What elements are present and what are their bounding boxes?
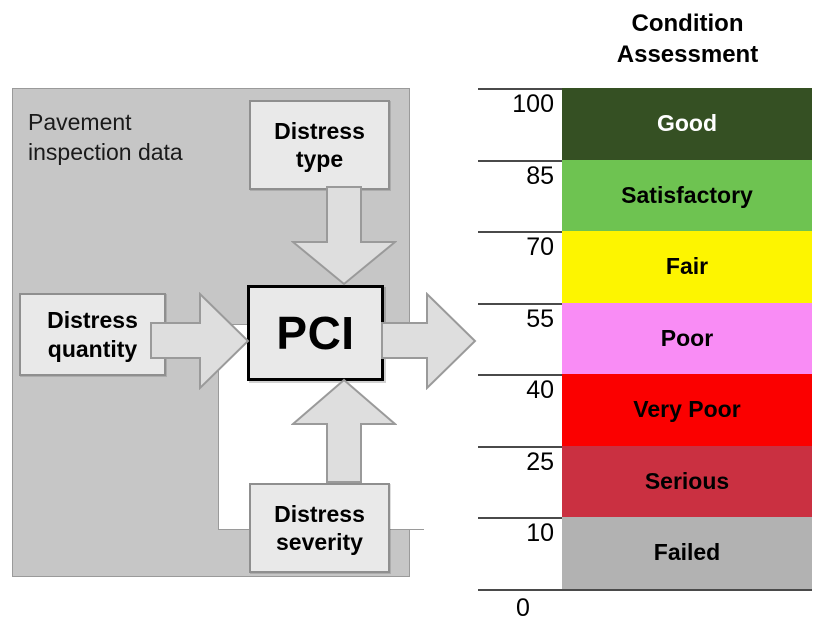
scale-band-serious[interactable]: 25 Serious bbox=[478, 445, 812, 517]
node-distress-severity-label: Distress severity bbox=[274, 500, 365, 555]
condition-assessment-title: Condition Assessment bbox=[562, 8, 813, 70]
tick-label-55: 55 bbox=[526, 304, 554, 333]
scale-band-poor[interactable]: 55 Poor bbox=[478, 302, 812, 374]
band-label-failed: Failed bbox=[562, 517, 812, 589]
condition-assessment-scale: 100 Good 85 Satisfactory 70 Fair 55 Poor… bbox=[478, 88, 812, 622]
node-distress-quantity[interactable]: Distress quantity bbox=[19, 293, 166, 376]
arrow-distress-severity-to-pci bbox=[291, 378, 397, 483]
tick-label-25: 25 bbox=[526, 447, 554, 476]
scale-band-failed[interactable]: 10 Failed bbox=[478, 517, 812, 589]
scale-band-very-poor[interactable]: 40 Very Poor bbox=[478, 374, 812, 446]
tick-label-85: 85 bbox=[526, 161, 554, 190]
node-distress-severity[interactable]: Distress severity bbox=[249, 483, 390, 573]
band-label-serious: Serious bbox=[562, 445, 812, 517]
node-distress-quantity-label: Distress quantity bbox=[47, 307, 138, 362]
band-label-satisfactory: Satisfactory bbox=[562, 159, 812, 231]
band-label-good: Good bbox=[562, 88, 812, 160]
tick-label-100: 100 bbox=[512, 90, 554, 118]
band-label-very-poor: Very Poor bbox=[562, 374, 812, 446]
node-distress-type[interactable]: Distress type bbox=[249, 100, 390, 190]
band-label-poor: Poor bbox=[562, 302, 812, 374]
node-pci-label: PCI bbox=[276, 307, 355, 359]
scale-band-fair[interactable]: 70 Fair bbox=[478, 231, 812, 303]
arrow-distress-type-to-pci bbox=[291, 186, 397, 286]
tick-label-70: 70 bbox=[526, 233, 554, 261]
condition-assessment-title-line-2: Assessment bbox=[616, 41, 759, 69]
tick-label-10: 10 bbox=[526, 519, 554, 547]
tick-label-40: 40 bbox=[526, 376, 554, 404]
scale-band-satisfactory[interactable]: 85 Satisfactory bbox=[478, 159, 812, 231]
scale-band-good[interactable]: 100 Good bbox=[478, 88, 812, 160]
band-label-fair: Fair bbox=[562, 231, 812, 303]
tick-line-0 bbox=[478, 588, 812, 591]
condition-assessment-title-line-1: Condition bbox=[631, 10, 744, 37]
node-distress-type-label: Distress type bbox=[274, 117, 365, 172]
panel-caption: Pavement inspection data bbox=[28, 109, 183, 166]
tick-label-0: 0 bbox=[516, 594, 530, 622]
arrow-distress-quantity-to-pci bbox=[150, 292, 250, 390]
node-pci[interactable]: PCI bbox=[247, 285, 384, 381]
arrow-pci-to-condition-assessment bbox=[381, 292, 477, 390]
